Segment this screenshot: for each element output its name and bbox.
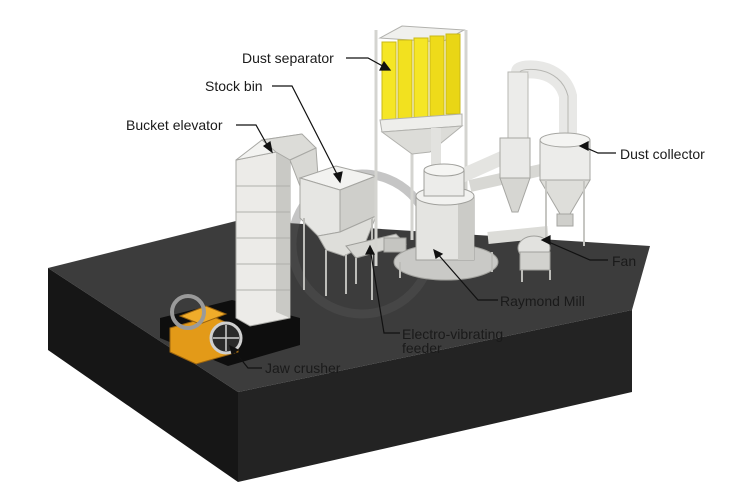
label-dust-collector: Dust collector	[620, 146, 705, 162]
platform-right-face	[238, 310, 632, 482]
flywheel	[170, 294, 206, 330]
leader-fan	[543, 239, 608, 261]
filter-bag	[381, 41, 397, 123]
label-raymond-mill: Raymond Mill	[500, 293, 585, 309]
filter-bag	[445, 33, 461, 115]
leader-feeder	[369, 247, 400, 334]
fan	[517, 235, 551, 282]
label-bucket-elevator: Bucket elevator	[126, 117, 223, 133]
label-dust-separator: Dust separator	[242, 50, 334, 66]
label-jaw-crusher: Jaw crusher	[265, 360, 341, 376]
filter-bag	[413, 37, 429, 119]
jaw-crusher	[169, 294, 243, 365]
leader-bucket-elevator	[236, 124, 271, 151]
leader-lines	[229, 57, 616, 369]
platform-left-face	[48, 268, 238, 482]
label-electro-vibrating-feeder: Electro-vibrating	[402, 326, 504, 342]
label-fan: Fan	[612, 253, 637, 269]
leader-stock-bin	[272, 85, 341, 181]
raymond-mill	[393, 163, 499, 281]
label-feeder: feeder	[402, 340, 442, 356]
filter-bag	[429, 35, 445, 117]
dust-separator	[374, 25, 468, 266]
label-stock-bin: Stock bin	[205, 78, 263, 94]
filter-bag	[397, 39, 413, 121]
leader-jaw-crusher	[231, 347, 262, 369]
bucket-elevator	[235, 133, 319, 327]
leader-raymond-mill	[435, 251, 498, 301]
